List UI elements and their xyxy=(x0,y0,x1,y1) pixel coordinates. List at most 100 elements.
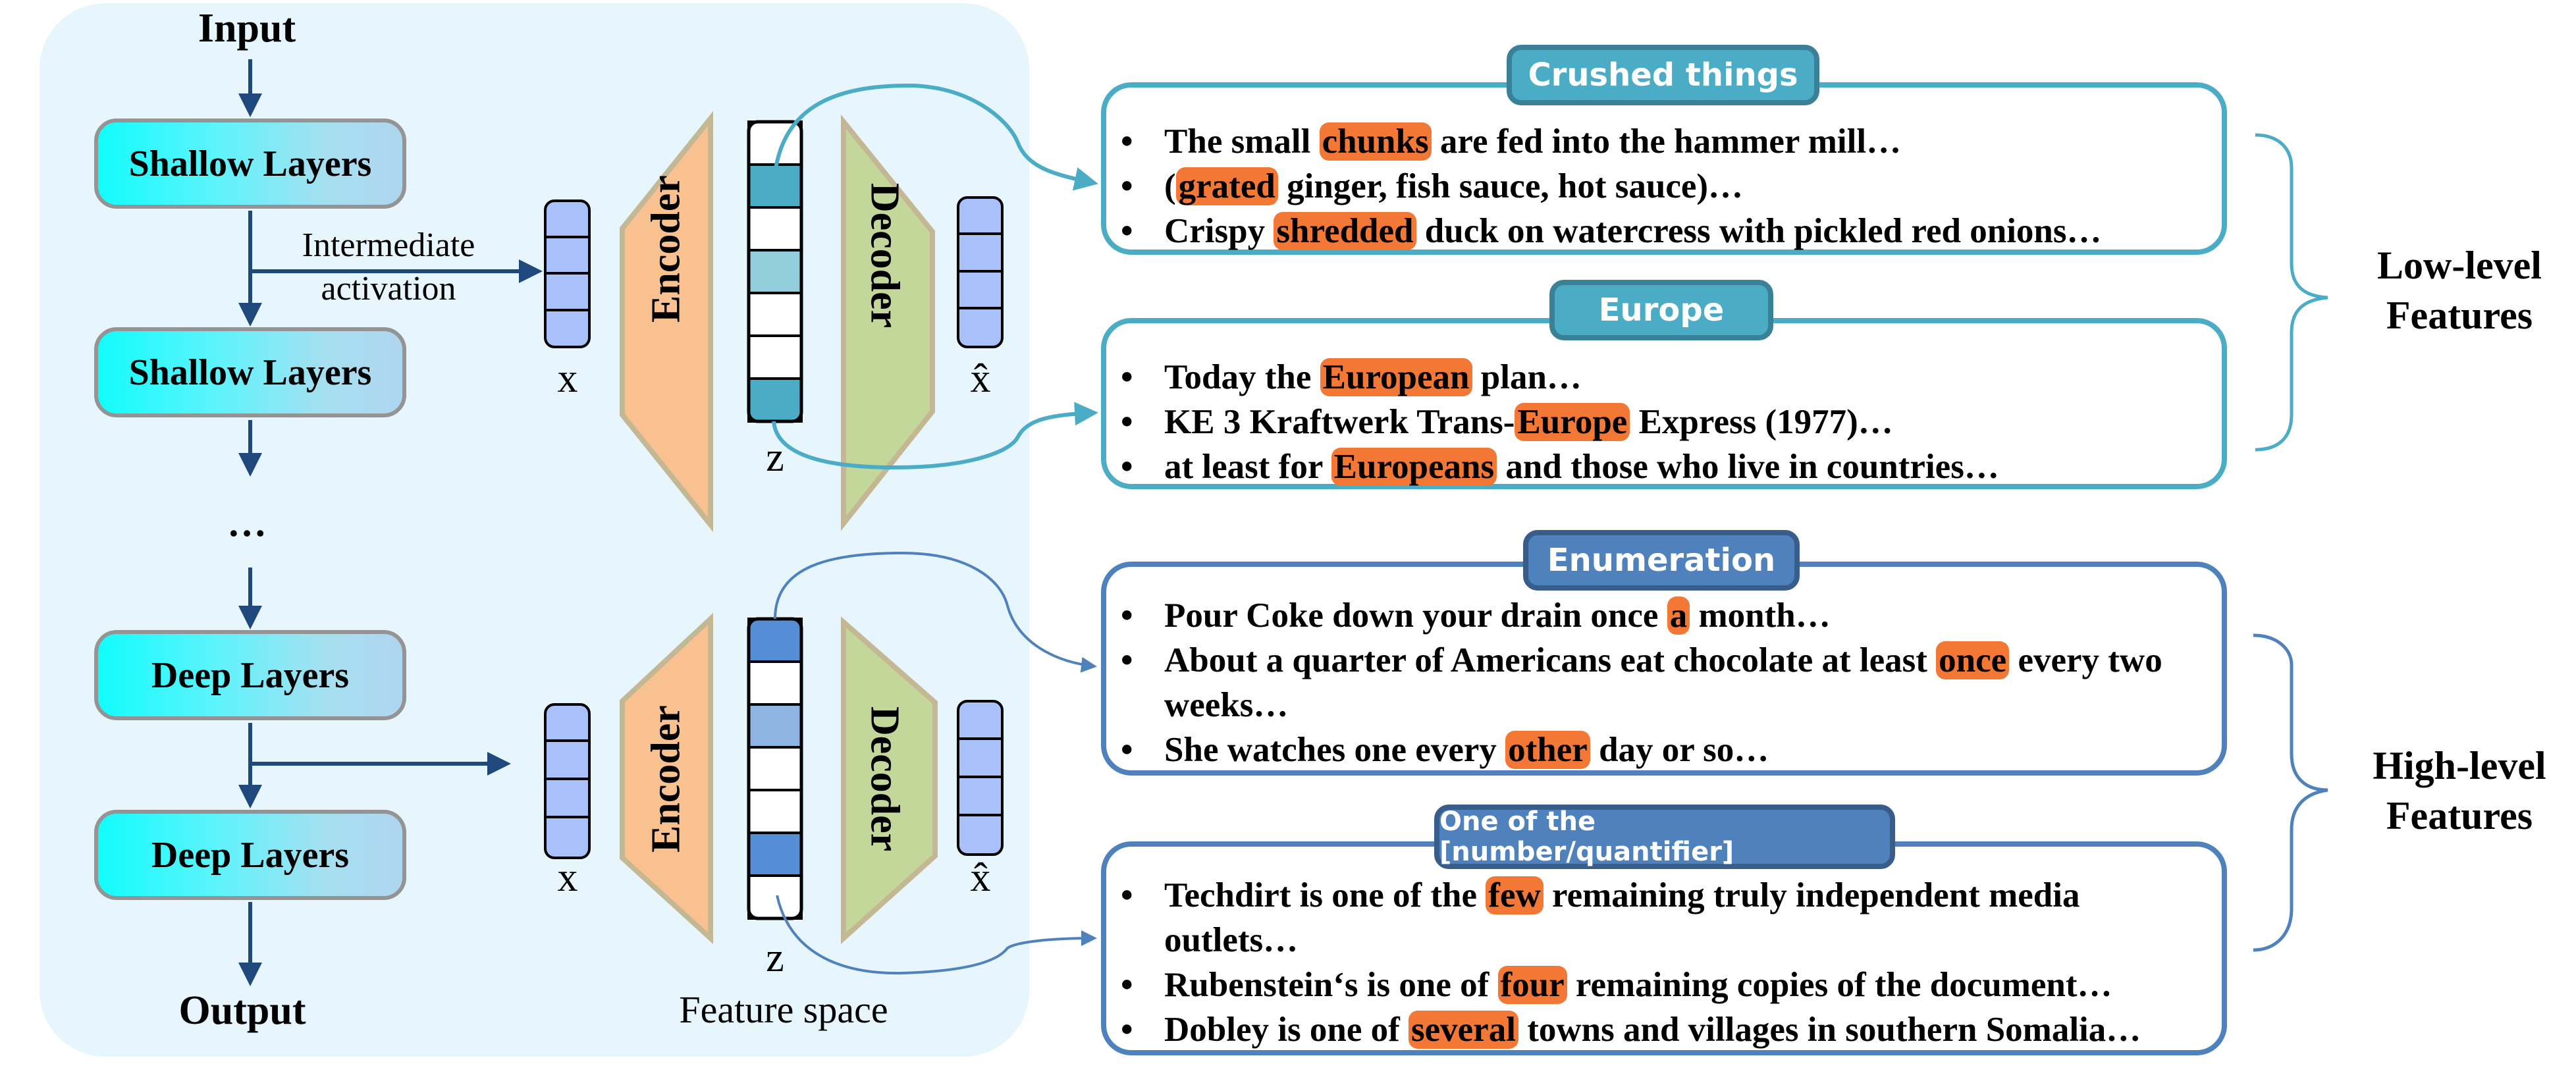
latent-cell-light xyxy=(747,703,803,749)
group-label-low-level: Low-level Features xyxy=(2351,240,2568,340)
highlighted-token: shredded xyxy=(1274,212,1416,250)
feature-card-crushed-things: The small chunks are fed into the hammer… xyxy=(1101,82,2227,255)
card-item: Dobley is one of several towns and villa… xyxy=(1106,1007,2222,1052)
autoencoder-low-level xyxy=(544,83,1098,533)
card-title-europe: Europe xyxy=(1549,280,1773,340)
intermediate-activation-label: Intermediate activation xyxy=(263,224,514,311)
item-text-before: She watches one every xyxy=(1164,731,1506,769)
card-title-enumeration: Enumeration xyxy=(1523,530,1800,591)
latent-cell-empty xyxy=(747,746,803,791)
feature-card-one-of-the: Techdirt is one of the few remaining tru… xyxy=(1101,841,2227,1055)
latent-vector-label: z xyxy=(766,435,784,480)
feature-card-enumeration: Pour Coke down your drain once a month…A… xyxy=(1101,562,2227,776)
item-text-after: day or so… xyxy=(1590,731,1769,769)
input-vector-x-2 xyxy=(544,703,591,859)
highlighted-token: chunks xyxy=(1319,122,1432,161)
output-vector-x-hat xyxy=(957,196,1004,348)
decoder-label: Decoder xyxy=(862,182,907,329)
card-item: KE 3 Kraftwerk Trans-Europe Express (197… xyxy=(1106,400,2222,444)
card-item-list: Techdirt is one of the few remaining tru… xyxy=(1106,873,2222,1052)
link-curve-europe xyxy=(772,402,1098,470)
card-item-list: Today the European plan…KE 3 Kraftwerk T… xyxy=(1106,355,2222,489)
feature-card-europe: Today the European plan…KE 3 Kraftwerk T… xyxy=(1101,318,2227,489)
bracket-low-level xyxy=(2255,133,2328,452)
latent-vector-label-2: z xyxy=(766,936,784,980)
card-title-one-of-the-number-quantifier: One of the [number/quantifier] xyxy=(1434,805,1895,869)
latent-cell-dark xyxy=(747,377,803,423)
item-text-after: remaining copies of the document… xyxy=(1567,966,2112,1004)
bracket-high-level xyxy=(2253,633,2328,952)
latent-cell-dark xyxy=(747,832,803,877)
card-item: Pour Coke down your drain once a month… xyxy=(1106,593,2222,638)
card-item-list: The small chunks are fed into the hammer… xyxy=(1106,119,2222,253)
item-text-after: every two weeks… xyxy=(1164,641,2162,724)
item-text-before: About a quarter of Americans eat chocola… xyxy=(1164,641,1937,679)
input-vector-x xyxy=(544,199,591,348)
item-text-before: Rubenstein‘s is one of xyxy=(1164,966,1498,1004)
card-item: She watches one every other day or so… xyxy=(1106,728,2222,772)
card-item: About a quarter of Americans eat chocola… xyxy=(1106,638,2222,728)
card-item: (grated ginger, fish sauce, hot sauce)… xyxy=(1106,164,2222,209)
highlighted-token: four xyxy=(1497,966,1567,1004)
link-curve-one-of-the xyxy=(776,895,1097,975)
highlighted-token: few xyxy=(1486,876,1543,914)
group-label-high-level: High-level Features xyxy=(2351,741,2568,841)
latent-cell-empty xyxy=(747,206,803,251)
highlighted-token: other xyxy=(1505,731,1590,769)
input-vector-label: x xyxy=(557,356,578,401)
highlighted-token: European xyxy=(1320,358,1472,396)
card-item-list: Pour Coke down your drain once a month…A… xyxy=(1106,593,2222,772)
decoder-trapezoid xyxy=(841,114,935,531)
latent-cell-dark xyxy=(747,618,803,663)
item-text-after: plan… xyxy=(1472,358,1582,396)
output-vector-label: x̂ xyxy=(970,356,991,401)
group-label-line1: High-level xyxy=(2373,744,2546,787)
card-item: Today the European plan… xyxy=(1106,355,2222,400)
item-text-after: remaining truly independent media outlet… xyxy=(1164,876,2080,959)
intermediate-label-line1: Intermediate xyxy=(302,226,475,264)
ellipsis: … xyxy=(227,501,267,544)
latent-cell-empty xyxy=(747,874,803,920)
highlighted-token: once xyxy=(1936,641,2010,679)
highlighted-token: Europe xyxy=(1515,403,1630,441)
item-text-after: towns and villages in southern Somalia… xyxy=(1518,1011,2141,1049)
shallow-layers-box-2: Shallow Layers xyxy=(94,327,406,417)
item-text-before: at least for xyxy=(1164,448,1331,486)
item-text-before: ( xyxy=(1164,167,1176,205)
decoder-label-2: Decoder xyxy=(862,706,907,852)
shallow-layers-box-1: Shallow Layers xyxy=(94,119,406,209)
card-item: Crispy shredded duck on watercress with … xyxy=(1106,209,2222,253)
latent-cell-empty xyxy=(747,334,803,380)
encoder-label-2: Encoder xyxy=(643,705,689,853)
output-vector-x-hat-2 xyxy=(957,700,1004,856)
latent-vector-z-2 xyxy=(747,617,803,920)
latent-cell-empty xyxy=(747,660,803,706)
item-text-after: month… xyxy=(1690,596,1831,635)
item-text-before: Pour Coke down your drain once xyxy=(1164,596,1667,635)
item-text-after: ginger, fish sauce, hot sauce)… xyxy=(1277,167,1744,205)
item-text-after: duck on watercress with pickled red onio… xyxy=(1416,212,2102,250)
item-text-after: Express (1977)… xyxy=(1630,403,1893,441)
highlighted-token: a xyxy=(1667,596,1690,635)
feature-space-label: Feature space xyxy=(679,988,888,1031)
output-vector-label-2: x̂ xyxy=(970,855,991,900)
item-text-before: Crispy xyxy=(1164,212,1274,250)
encoder-trapezoid-2 xyxy=(620,612,713,945)
output-label: Output xyxy=(178,988,306,1033)
card-item: at least for Europeans and those who liv… xyxy=(1106,444,2222,489)
card-item: Techdirt is one of the few remaining tru… xyxy=(1106,873,2222,963)
highlighted-token: grated xyxy=(1175,167,1278,205)
group-label-line1: Low-level xyxy=(2377,244,2542,287)
deep-layers-box-1: Deep Layers xyxy=(94,630,406,720)
item-text-before: KE 3 Kraftwerk Trans- xyxy=(1164,403,1515,441)
input-vector-label-2: x xyxy=(557,855,578,900)
autoencoder-high-level xyxy=(544,551,1097,975)
link-curve-enumeration xyxy=(774,551,1097,673)
intermediate-label-line2: activation xyxy=(321,270,456,307)
deep-layers-box-2: Deep Layers xyxy=(94,810,406,900)
item-text-before: Dobley is one of xyxy=(1164,1011,1409,1049)
decoder-trapezoid-2 xyxy=(841,616,938,944)
item-text-after: are fed into the hammer mill… xyxy=(1431,122,1902,161)
item-text-after: and those who live in countries… xyxy=(1497,448,1999,486)
